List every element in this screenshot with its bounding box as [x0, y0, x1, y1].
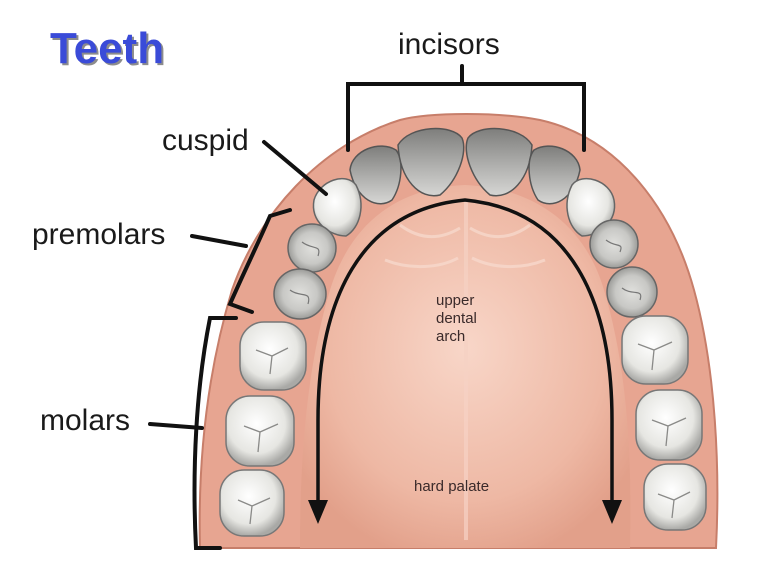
- incisor-tooth: [349, 145, 402, 205]
- incisor-teeth: [349, 127, 581, 205]
- molars-bracket: [192, 316, 238, 550]
- premolars-leader: [190, 234, 248, 248]
- incisor-tooth: [528, 145, 581, 205]
- molars-label: molars: [40, 404, 131, 437]
- arch-label-line3: arch: [436, 328, 466, 345]
- hard-palate-label: hard palate: [414, 478, 490, 495]
- arrow-head-left: [308, 500, 328, 524]
- palate-ridges: [384, 200, 546, 540]
- premolars-bracket: [227, 208, 292, 314]
- arch-label-line2: dental: [436, 310, 477, 327]
- incisor-tooth: [465, 127, 533, 197]
- molar-teeth: [219, 315, 707, 537]
- incisors-bracket: [346, 64, 586, 152]
- incisor-tooth: [397, 127, 465, 197]
- cuspid-label: cuspid: [162, 124, 249, 157]
- arch-label-line1: upper: [436, 292, 475, 309]
- molar-tooth: [219, 469, 285, 537]
- arrow-head-right: [602, 500, 622, 524]
- molar-tooth: [643, 463, 707, 531]
- dental-arch-arrow: [308, 198, 622, 524]
- incisors-label: incisors: [398, 28, 500, 61]
- premolar-teeth: [273, 219, 658, 320]
- annotation-lines: [148, 64, 586, 550]
- page-title: Teeth: [50, 24, 165, 73]
- cuspid-leader: [262, 140, 328, 196]
- premolars-label: premolars: [32, 218, 166, 251]
- premolar-tooth: [287, 223, 337, 273]
- upper-dental-arch-label: upper dental arch: [436, 292, 477, 346]
- molar-tooth: [225, 395, 295, 467]
- molars-leader: [148, 422, 204, 430]
